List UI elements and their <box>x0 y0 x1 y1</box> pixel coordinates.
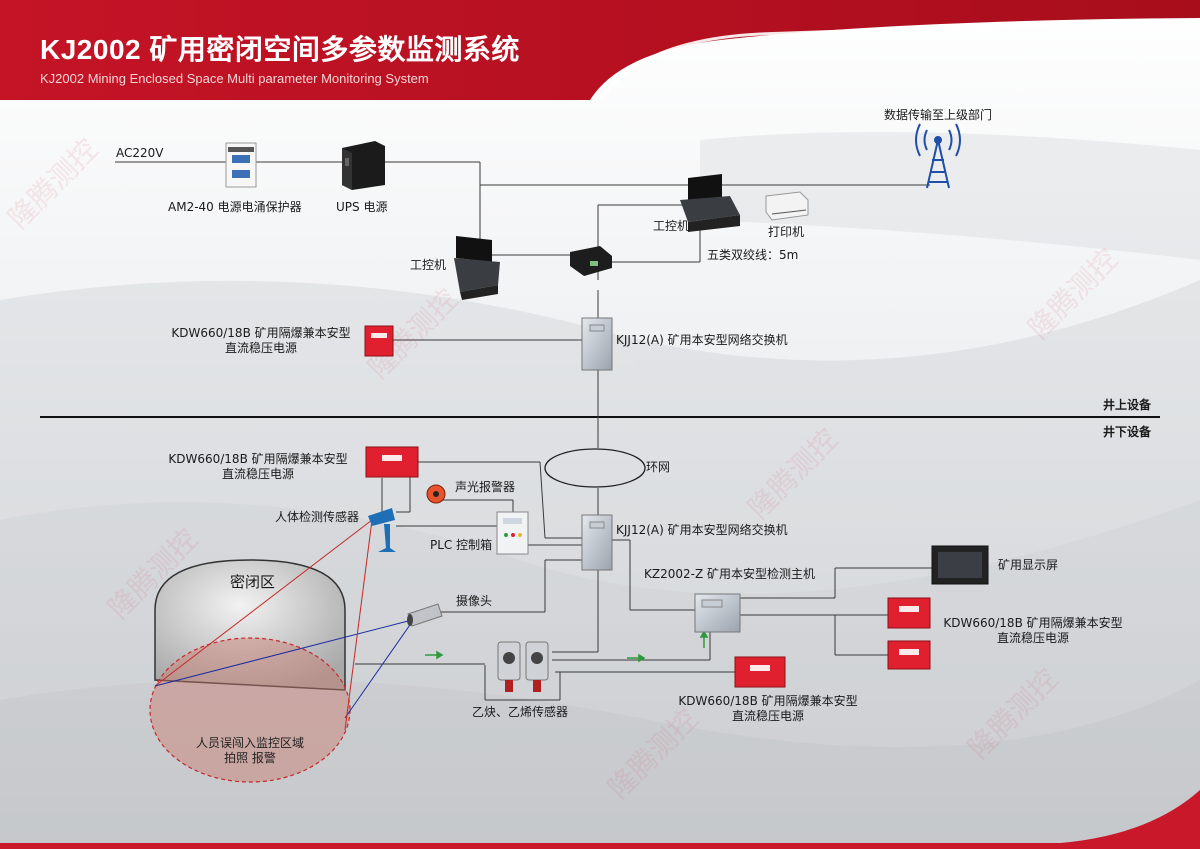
detector-host-label: KZ2002-Z 矿用本安型检测主机 <box>644 567 815 581</box>
mining-display-device <box>931 545 989 585</box>
switch-bottom-label: KJJ12(A) 矿用本安型网络交换机 <box>616 523 788 537</box>
psu-bottom-device <box>734 656 786 688</box>
plc-box-device <box>496 511 529 555</box>
below-ground-label: 井下设备 <box>1103 425 1152 439</box>
psu-mid-label: KDW660/18B 矿用隔爆兼本安型 直流稳压电源 <box>168 452 348 481</box>
ups-label: UPS 电源 <box>336 200 388 214</box>
page-subtitle: KJ2002 Mining Enclosed Space Multi param… <box>40 71 429 86</box>
camera-device <box>407 603 443 627</box>
gas-sensor-device <box>497 641 549 692</box>
upper-dept-label: 数据传输至上级部门 <box>884 108 993 122</box>
alarm-label: 声光报警器 <box>455 480 516 494</box>
surge-protector-device <box>225 142 257 188</box>
ring-network <box>544 448 646 488</box>
footer-band <box>0 790 1200 849</box>
psu-right-2-device <box>887 640 931 670</box>
industrial-pc-left-device <box>454 236 500 300</box>
alarm-device <box>426 484 446 504</box>
detector-host-device <box>694 593 741 633</box>
gas-sensor-label: 乙炔、乙烯传感器 <box>472 705 569 719</box>
header-banner <box>0 0 1200 100</box>
above-ground-label: 井上设备 <box>1103 398 1152 412</box>
printer-label: 打印机 <box>768 225 805 239</box>
printer-device <box>765 191 809 221</box>
psu-top-label: KDW660/18B 矿用隔爆兼本安型 直流稳压电源 <box>171 326 351 355</box>
camera-label: 摄像头 <box>456 594 493 608</box>
ups-device <box>342 141 385 190</box>
page-title: KJ2002 矿用密闭空间多参数监测系统 <box>40 34 520 65</box>
mining-display-label: 矿用显示屏 <box>998 558 1059 572</box>
psu-right-label: KDW660/18B 矿用隔爆兼本安型 直流稳压电源 <box>943 616 1123 645</box>
ac220v-label: AC220V <box>116 146 164 160</box>
camera-ray-blue <box>154 619 413 687</box>
pc-right-label: 工控机 <box>653 219 690 233</box>
media-converter-device <box>570 246 612 276</box>
enclosed-zone-tunnel <box>154 559 346 691</box>
monitor-zone-label: 人员误闯入监控区域 拍照 报警 <box>195 736 304 765</box>
psu-top-device <box>364 325 394 357</box>
cable-label: 五类双绞线：5m <box>707 248 799 262</box>
psu-bottom-label: KDW660/18B 矿用隔爆兼本安型 直流稳压电源 <box>678 694 858 723</box>
sensor-ray-red <box>154 519 373 687</box>
body-sensor-label: 人体检测传感器 <box>275 510 360 524</box>
plc-label: PLC 控制箱 <box>430 538 493 552</box>
enclosed-zone-label: 密闭区 <box>230 573 276 591</box>
switch-top-label: KJJ12(A) 矿用本安型网络交换机 <box>616 333 788 347</box>
psu-mid-device <box>365 446 419 478</box>
network-switch-top-device <box>581 317 613 371</box>
psu-right-1-device <box>887 597 931 629</box>
antenna-tower-icon <box>915 123 961 189</box>
signal-arrows <box>425 630 709 663</box>
network-switch-bottom-device <box>581 514 613 571</box>
industrial-pc-right-device <box>680 174 740 232</box>
surge-protector-label: AM2-40 电源电涌保护器 <box>168 200 302 214</box>
ring-network-label: 环网 <box>646 460 671 474</box>
pc-left-label: 工控机 <box>410 258 447 272</box>
body-sensor-device <box>368 508 396 552</box>
